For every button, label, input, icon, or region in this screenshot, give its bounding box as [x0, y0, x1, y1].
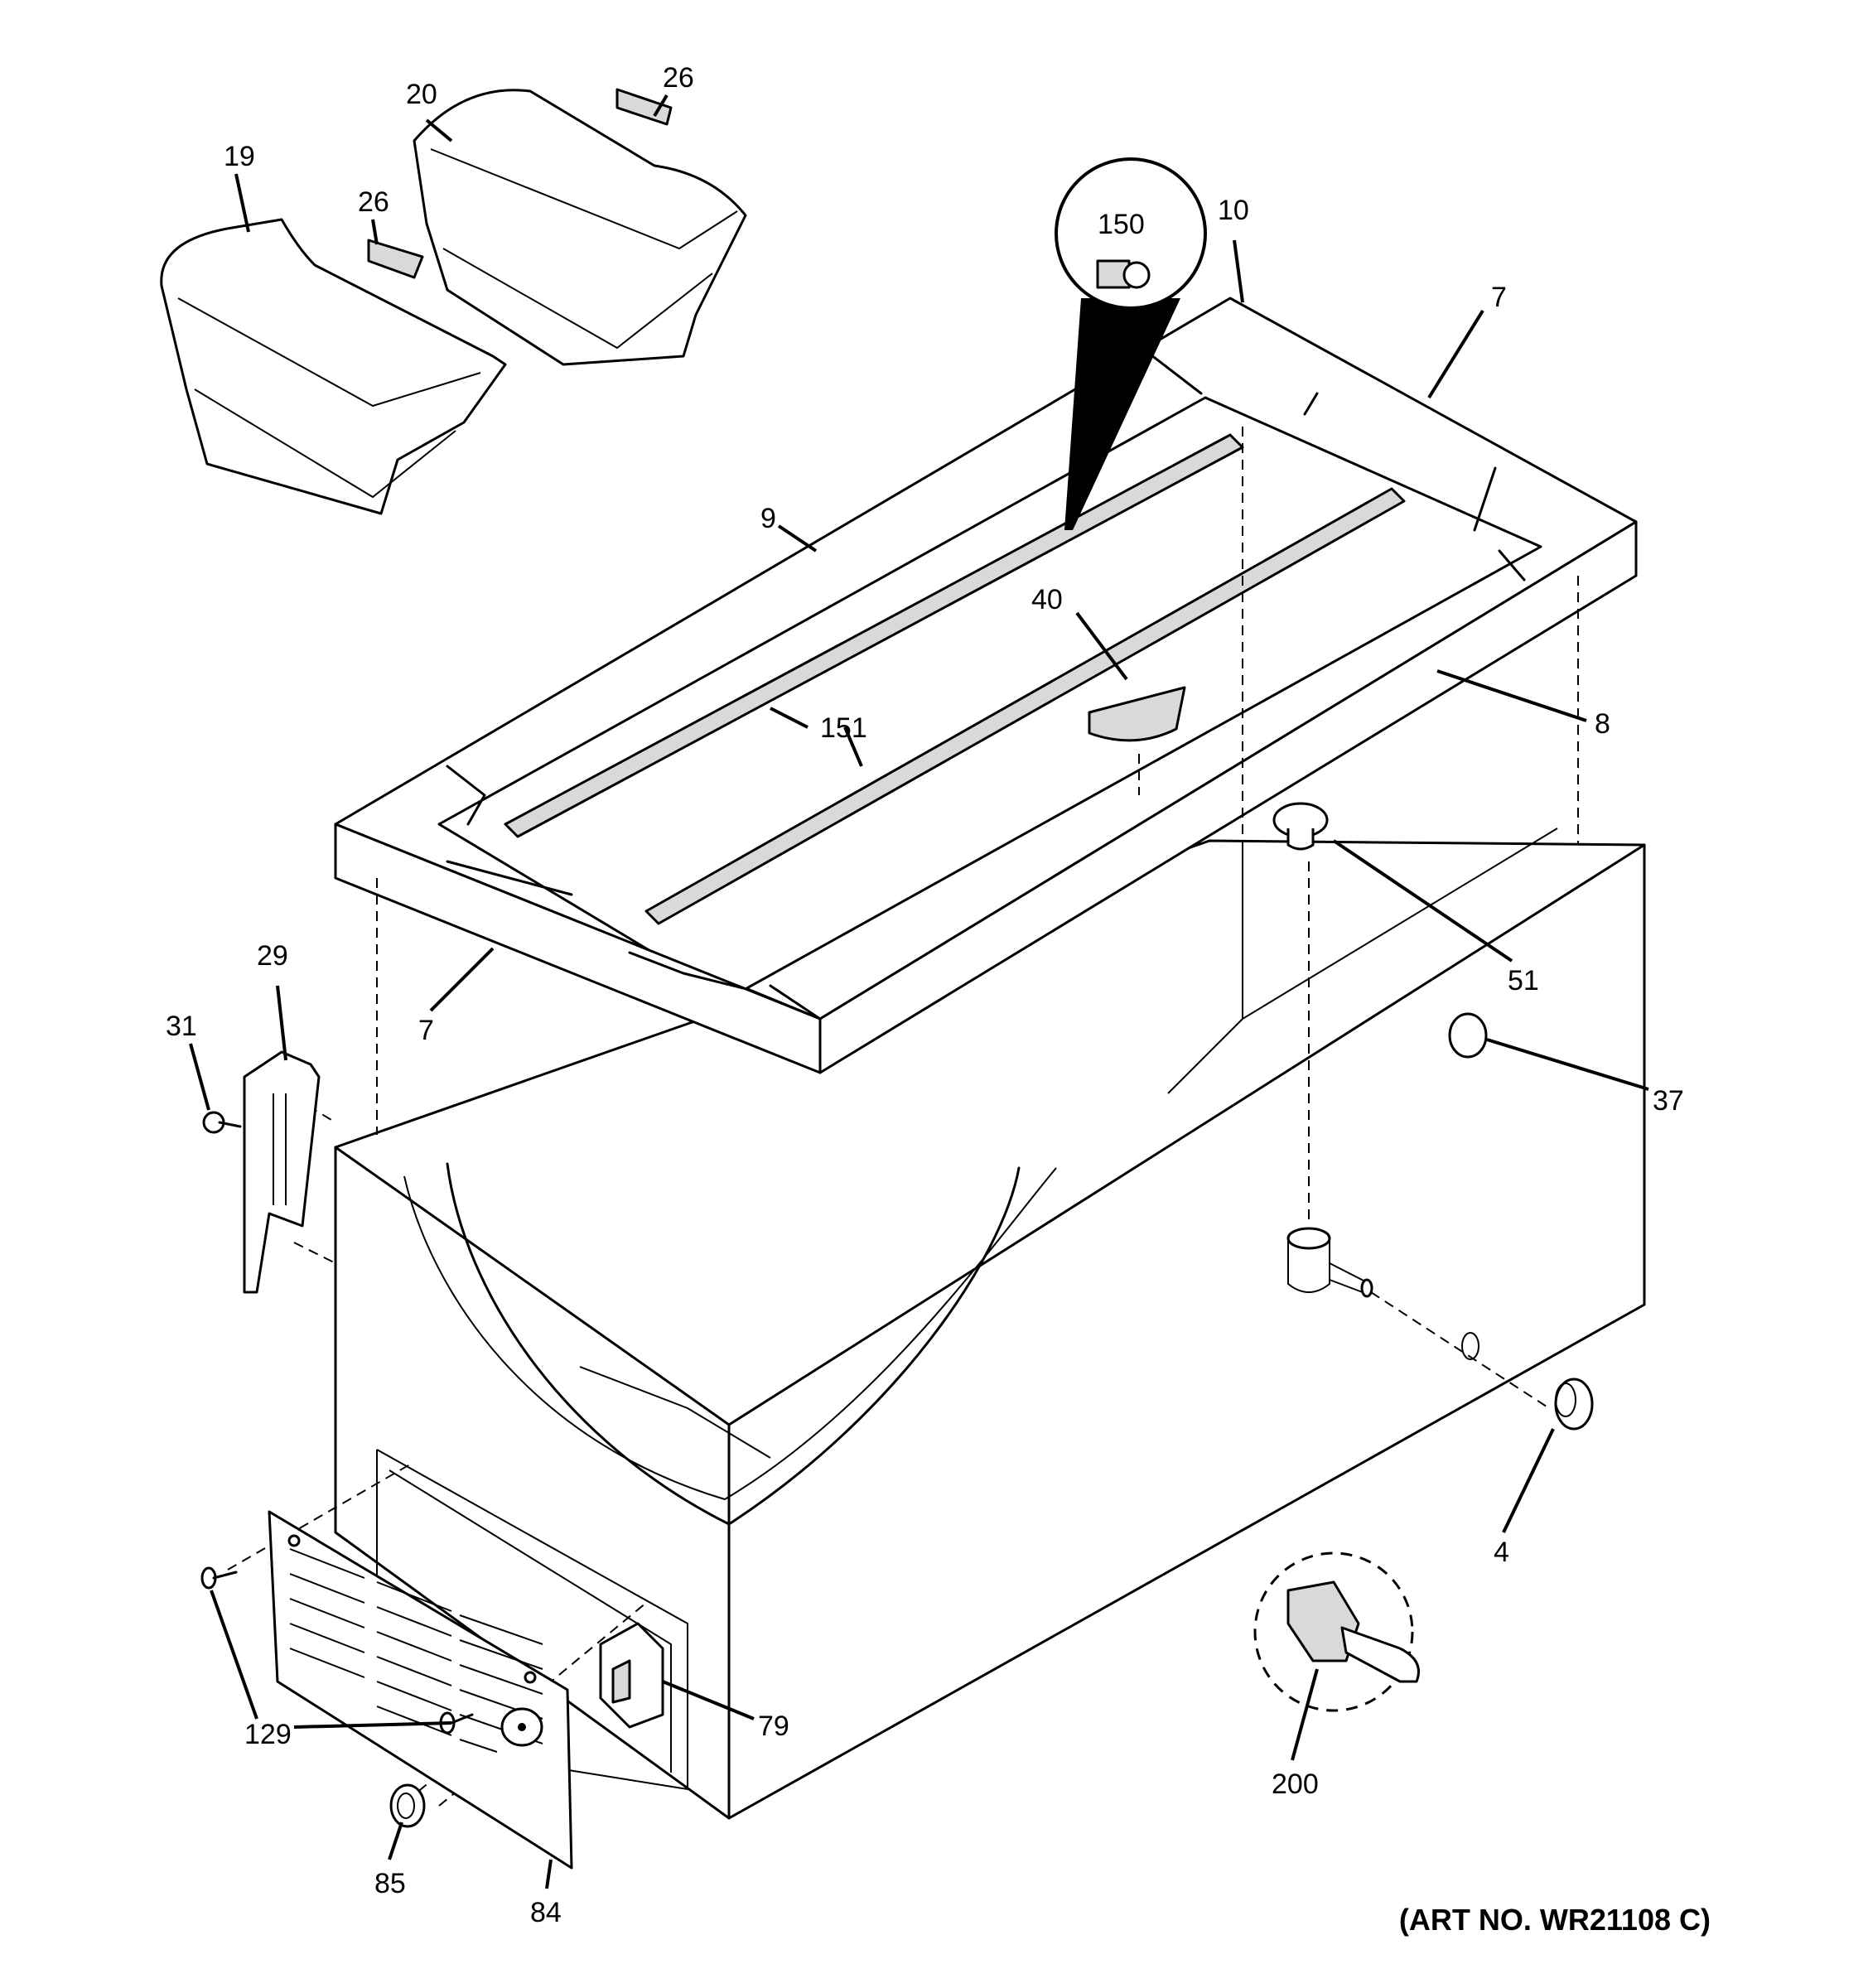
- fitting-200-icon: [1286, 1580, 1360, 1662]
- divider-26b: [615, 88, 673, 126]
- drain-cap-4: [1554, 1378, 1594, 1431]
- label-51: 51: [1508, 965, 1539, 996]
- label-26b: 26: [358, 186, 389, 218]
- handle-40: [1088, 686, 1186, 742]
- label-8: 8: [1595, 708, 1610, 740]
- breaker-frame: [334, 297, 1638, 1074]
- part-labels: 20 26 19 26 150 10 7 9 40 151 8 51 29 31…: [166, 62, 1684, 1928]
- label-150: 150: [1098, 209, 1145, 240]
- label-20: 20: [406, 79, 437, 110]
- label-7-top: 7: [1491, 282, 1507, 313]
- label-79: 79: [758, 1711, 789, 1742]
- hinge-29: [243, 1050, 321, 1294]
- light-socket-51: [1272, 802, 1329, 851]
- drain-tube-icon: [1286, 1227, 1331, 1250]
- screw-129a: [200, 1566, 238, 1590]
- label-200: 200: [1272, 1768, 1319, 1800]
- grille-84: [268, 1510, 573, 1870]
- screw-31: [202, 1111, 242, 1134]
- plug-37: [1448, 1012, 1488, 1059]
- leader-lines: [189, 94, 1649, 1889]
- knob-85: [389, 1783, 426, 1828]
- callout-150: [1055, 157, 1207, 530]
- label-151: 151: [820, 712, 867, 744]
- label-85: 85: [374, 1868, 406, 1899]
- freezer-cabinet: [334, 828, 1646, 1820]
- label-26a: 26: [663, 62, 694, 94]
- basket-19: [160, 218, 507, 515]
- thermostat-79: [599, 1622, 664, 1729]
- label-7-bottom: 7: [418, 1015, 434, 1046]
- label-9: 9: [760, 503, 776, 534]
- label-37: 37: [1653, 1085, 1684, 1117]
- label-31: 31: [166, 1011, 197, 1042]
- label-4: 4: [1494, 1537, 1509, 1568]
- label-29: 29: [257, 940, 288, 972]
- label-40: 40: [1031, 584, 1063, 615]
- label-19: 19: [224, 141, 255, 172]
- hinge-rail-151b: [644, 487, 1406, 925]
- label-84: 84: [530, 1897, 562, 1928]
- art-number-caption: (ART NO. WR21108 C): [1398, 1903, 1711, 1937]
- basket-20: [413, 88, 747, 366]
- callout-200: [1253, 1551, 1420, 1712]
- divider-26a: [367, 239, 424, 279]
- label-10: 10: [1218, 195, 1249, 226]
- label-129: 129: [244, 1719, 292, 1750]
